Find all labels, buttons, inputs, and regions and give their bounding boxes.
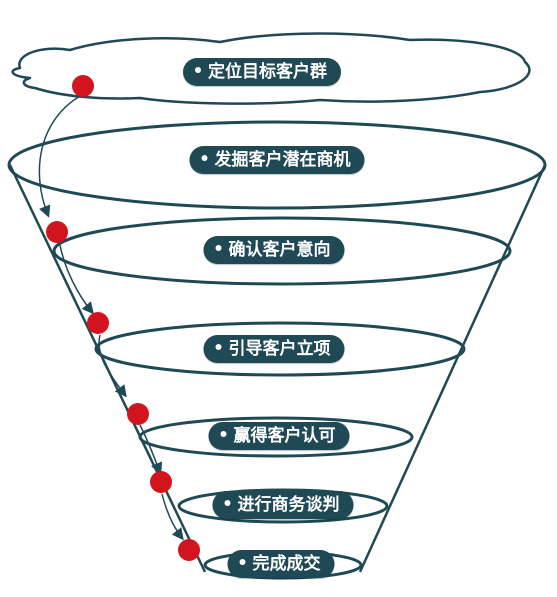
funnel-ring-3: [94, 321, 466, 377]
bullet-icon: [195, 67, 201, 73]
funnel-ring-4: [138, 416, 414, 458]
bullet-icon: [224, 500, 231, 506]
flow-arrow-5: [161, 493, 184, 541]
flow-arrow-3: [98, 334, 127, 398]
bullet-icon: [215, 344, 222, 350]
flow-arrow-4: [139, 424, 163, 475]
funnel-ring-5: [177, 488, 389, 524]
stage-label-text: 定位目标客户群: [208, 62, 327, 82]
stage-label-text: 引导客户立项: [228, 339, 331, 359]
stage-label-4: 引导客户立项: [203, 335, 345, 363]
progress-dot-4: [127, 403, 149, 425]
stage-label-text: 完成成交: [252, 554, 321, 574]
flow-arrow-1: [38, 95, 81, 218]
progress-dot-5: [150, 471, 172, 493]
progress-dot-2: [46, 221, 68, 243]
progress-dot-6: [178, 539, 200, 561]
stage-label-text: 进行商务谈判: [237, 495, 340, 515]
bullet-icon: [215, 245, 222, 251]
stage-label-text: 发掘客户潜在商机: [214, 150, 351, 170]
funnel-ring-1: [7, 120, 547, 210]
funnel-ring-2: [52, 216, 512, 286]
stage-label-6: 进行商务谈判: [212, 491, 354, 519]
stage-label-text: 确认客户意向: [228, 240, 331, 260]
flow-arrow-2: [59, 244, 94, 315]
bullet-icon: [239, 559, 246, 565]
stage-label-text: 赢得客户认可: [233, 426, 336, 446]
stage-label-7: 完成成交: [227, 550, 335, 578]
stage-label-5: 赢得客户认可: [208, 422, 350, 450]
stage-label-3: 确认客户意向: [203, 236, 345, 264]
progress-dot-3: [87, 312, 109, 334]
stage-label-2: 发掘客户潜在商机: [189, 146, 365, 174]
stage-label-1: 定位目标客户群: [183, 58, 341, 86]
funnel-right-wall: [358, 164, 547, 573]
bullet-icon: [220, 431, 227, 437]
progress-dot-1: [72, 75, 94, 97]
bullet-icon: [201, 155, 208, 161]
